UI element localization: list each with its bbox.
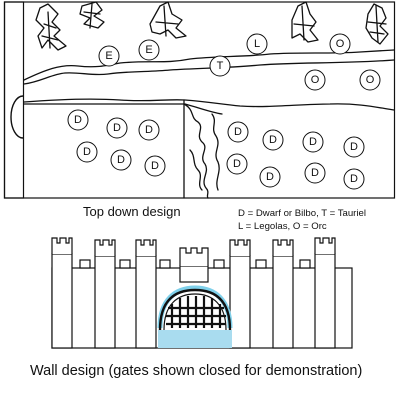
token-tauriel: T	[209, 55, 231, 77]
token-label: D	[83, 146, 91, 158]
gate	[157, 285, 233, 348]
token-dwarf: D	[343, 136, 365, 158]
tower	[51, 237, 73, 349]
tree-1	[35, 3, 67, 51]
token-dwarf: D	[67, 109, 89, 131]
tree-4	[291, 1, 319, 43]
token-label: D	[350, 173, 358, 185]
legend-line: L = Legolas, O = Orc	[238, 221, 327, 232]
left-wall-strip	[3, 1, 25, 199]
token-dwarf: D	[227, 121, 249, 143]
token-orc-2: O	[304, 69, 326, 91]
token-dwarf: D	[259, 166, 281, 188]
river-bank-upper-b	[23, 59, 395, 85]
gate-arch	[158, 288, 232, 331]
tower	[272, 239, 294, 349]
gate-arc	[10, 95, 24, 139]
gate-arch-inner	[163, 293, 227, 331]
token-label: O	[311, 74, 320, 86]
token-dwarf: D	[138, 119, 160, 141]
battlements	[79, 259, 311, 269]
tower	[314, 237, 336, 349]
token-label: D	[234, 126, 242, 138]
top-down-map: E E L T O O O D D D D D D D D D D D D D …	[3, 1, 396, 199]
token-label: D	[311, 167, 319, 179]
river-bank-lower	[23, 98, 395, 111]
rock-divide-rough-b	[211, 113, 220, 191]
token-dwarf: D	[304, 162, 326, 184]
tower	[94, 239, 116, 349]
token-label: E	[145, 44, 152, 56]
token-dwarf: D	[106, 117, 128, 139]
legend-line: D = Dwarf or Bilbo, T = Tauriel	[238, 208, 366, 219]
token-label: D	[309, 136, 317, 148]
token-orc-3: O	[359, 69, 381, 91]
gate-water	[158, 330, 232, 348]
token-elf-2: E	[138, 39, 160, 61]
tree-3	[149, 1, 187, 39]
rock-divide-rough-c	[189, 149, 203, 191]
token-dwarf: D	[343, 168, 365, 190]
token-label: D	[350, 141, 358, 153]
token-label: O	[366, 74, 375, 86]
token-label: D	[151, 160, 159, 172]
token-orc-1: O	[329, 33, 351, 55]
river-bank-upper	[23, 49, 395, 81]
tree-5	[365, 3, 389, 45]
token-label: T	[217, 60, 224, 72]
token-dwarf: D	[144, 155, 166, 177]
token-label: D	[113, 122, 121, 134]
token-label: D	[145, 124, 153, 136]
token-label: O	[336, 38, 345, 50]
river-bank-lower-b	[184, 103, 223, 115]
token-label: D	[233, 158, 241, 170]
token-label: D	[117, 154, 125, 166]
token-label: D	[266, 171, 274, 183]
portcullis	[166, 296, 226, 328]
tree-2	[79, 1, 105, 29]
token-legolas: L	[246, 33, 268, 55]
tower	[229, 239, 251, 349]
token-label: D	[74, 114, 82, 126]
token-dwarf: D	[302, 131, 324, 153]
wall-elevation	[51, 237, 353, 349]
token-label: L	[254, 38, 260, 50]
wall-view-caption: Wall design (gates shown closed for demo…	[30, 363, 363, 379]
token-dwarf: D	[110, 149, 132, 171]
top-view-caption: Top down design	[83, 204, 181, 219]
legend: D = Dwarf or Bilbo, T = Tauriel L = Lego…	[238, 207, 366, 233]
token-dwarf: D	[76, 141, 98, 163]
token-elf-1: E	[98, 45, 120, 67]
rock-divide-rough	[183, 103, 209, 199]
token-label: D	[269, 134, 277, 146]
tower	[135, 239, 157, 349]
token-dwarf: D	[262, 129, 284, 151]
token-label: E	[105, 50, 112, 62]
token-dwarf: D	[226, 153, 248, 175]
gate-tower	[179, 247, 209, 283]
